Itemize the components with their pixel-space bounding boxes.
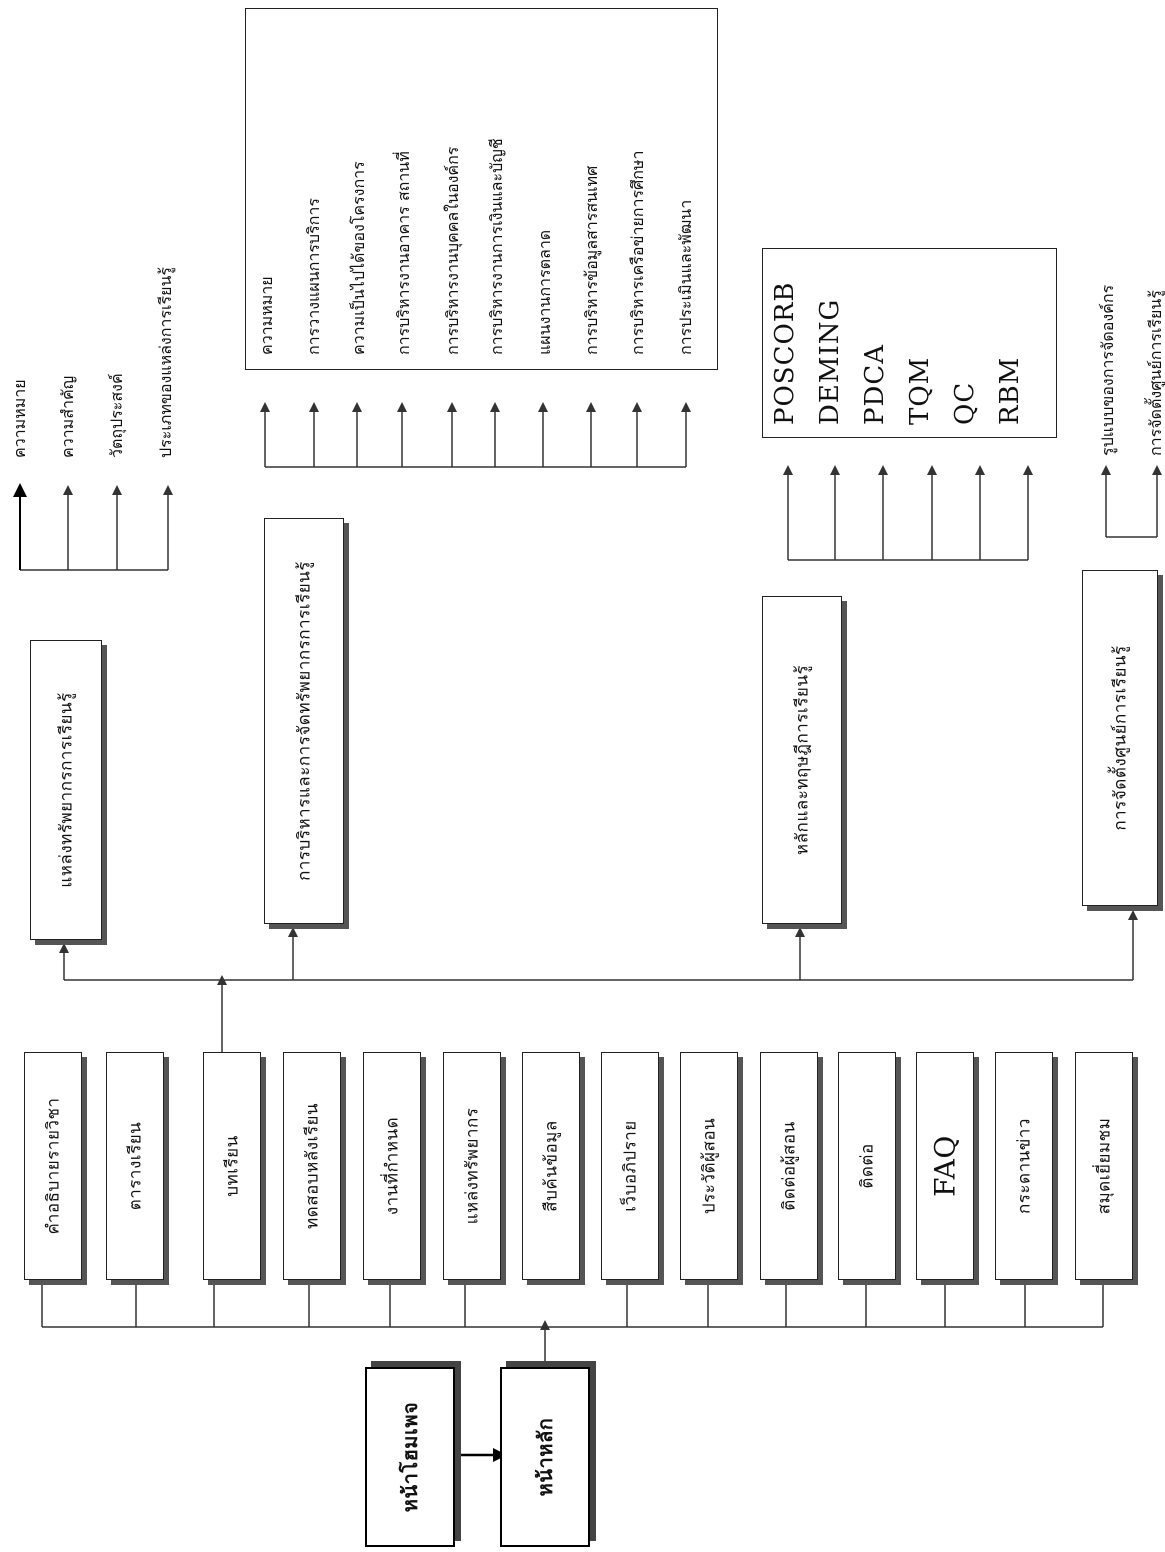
menu-course-description[interactable]: คำอธิบายรายวิชา [24, 1052, 82, 1280]
main-page-box[interactable]: หน้าหลัก [500, 1367, 590, 1547]
lesson-label: หลักและทฤษฎีการเรียนรู้ [792, 664, 813, 856]
topic-2-item[interactable]: การบริหารงานบุคคลในองค์กร [443, 146, 462, 355]
menu-label: กระดานข่าว [1014, 1118, 1035, 1214]
menu-label: ตารางเรียน [125, 1121, 146, 1211]
topic-1-item[interactable]: ประเภทของแหล่งการเรียนรู้ [156, 267, 175, 458]
topic-1-item[interactable]: วัตถุประสงค์ [107, 373, 126, 458]
main-page-label: หน้าหลัก [533, 1417, 557, 1497]
topic-2-item[interactable]: การบริหารงานอาคาร สถานที่ [394, 151, 413, 355]
menu-label: สืบค้นข้อมูล [541, 1120, 562, 1212]
lesson-learning-theory[interactable]: หลักและทฤษฎีการเรียนรู้ [762, 596, 842, 924]
menu-label: ประวัติผู้สอน [699, 1117, 720, 1215]
topic-2-item[interactable]: การวางแผนการบริการ [304, 198, 323, 355]
topic-3-box [762, 248, 1057, 438]
topic-2-item[interactable]: การประเมินและพัฒนา [676, 199, 695, 355]
menu-label: สมุดเยี่ยมชม [1094, 1117, 1115, 1215]
menu-label: ทดสอบหลังเรียน [302, 1102, 323, 1230]
topic-4-item[interactable]: การจัดตั้งศูนย์การเรียนรู้ [1146, 290, 1165, 456]
menu-label: FAQ [928, 1135, 962, 1197]
menu-lessons[interactable]: บทเรียน [203, 1052, 261, 1280]
topic-2-box [245, 8, 718, 370]
topic-3-item[interactable]: TQM [905, 356, 935, 425]
menu-label: ติดต่อ [857, 1143, 878, 1189]
menu-label: บทเรียน [222, 1135, 243, 1197]
topic-3-item[interactable]: DEMING [815, 298, 845, 425]
menu-post-test[interactable]: ทดสอบหลังเรียน [283, 1052, 341, 1280]
lesson-learning-resources[interactable]: แหล่งทรัพยากรการเรียนรู้ [30, 640, 102, 940]
topic-3-item[interactable]: RBM [995, 356, 1025, 425]
menu-label: งานที่กำหนด [382, 1116, 403, 1216]
topic-2-item[interactable]: ความหมาย [257, 276, 276, 355]
menu-label: คำอธิบายรายวิชา [43, 1097, 64, 1235]
topic-3-item[interactable]: PDCA [860, 343, 890, 425]
menu-contact[interactable]: ติดต่อ [838, 1052, 896, 1280]
menu-faq[interactable]: FAQ [916, 1052, 974, 1280]
topic-3-item[interactable]: POSCORB [770, 281, 800, 425]
topic-1-item[interactable]: ความสำคัญ [58, 375, 77, 458]
lesson-label: การบริหารและการจัดทรัพยากรการเรียนรู้ [294, 561, 315, 881]
menu-timetable[interactable]: ตารางเรียน [106, 1052, 164, 1280]
topic-2-item[interactable]: การบริหารงานการเงินและบัญชี [487, 138, 506, 355]
menu-label: ติดต่อผู้สอน [779, 1121, 800, 1211]
menu-resources[interactable]: แหล่งทรัพยากร [443, 1052, 501, 1280]
menu-news-board[interactable]: กระดานข่าว [995, 1052, 1053, 1280]
menu-webboard[interactable]: เว็บอภิปราย [601, 1052, 659, 1280]
menu-assignments[interactable]: งานที่กำหนด [363, 1052, 421, 1280]
menu-instructor-profile[interactable]: ประวัติผู้สอน [680, 1052, 738, 1280]
topic-2-item[interactable]: การบริหารเครือข่ายการศึกษา [628, 150, 647, 355]
home-page-label: หน้าโฮมเพจ [398, 1401, 422, 1513]
lesson-resource-management[interactable]: การบริหารและการจัดทรัพยากรการเรียนรู้ [264, 518, 344, 924]
menu-label: แหล่งทรัพยากร [462, 1107, 483, 1225]
lesson-label: การจัดตั้งศูนย์การเรียนรู้ [1110, 645, 1131, 831]
menu-label: เว็บอภิปราย [620, 1120, 641, 1212]
lesson-label: แหล่งทรัพยากรการเรียนรู้ [56, 692, 77, 888]
menu-contact-instructor[interactable]: ติดต่อผู้สอน [760, 1052, 818, 1280]
topic-2-item[interactable]: แผนงานการตลาด [535, 229, 554, 355]
topic-2-item[interactable]: การบริหารข้อมูลสารสนเทศ [582, 165, 601, 355]
topic-4-item[interactable]: รูปแบบของการจัดองค์กร [1098, 284, 1117, 456]
lesson-learning-center-setup[interactable]: การจัดตั้งศูนย์การเรียนรู้ [1082, 570, 1158, 906]
topic-3-item[interactable]: QC [950, 381, 980, 425]
menu-guestbook[interactable]: สมุดเยี่ยมชม [1075, 1052, 1133, 1280]
topic-1-item[interactable]: ความหมาย [10, 379, 29, 458]
home-page-box[interactable]: หน้าโฮมเพจ [365, 1367, 455, 1547]
menu-search[interactable]: สืบค้นข้อมูล [522, 1052, 580, 1280]
topic-2-item[interactable]: ความเป็นไปได้ของโครงการ [349, 161, 368, 355]
